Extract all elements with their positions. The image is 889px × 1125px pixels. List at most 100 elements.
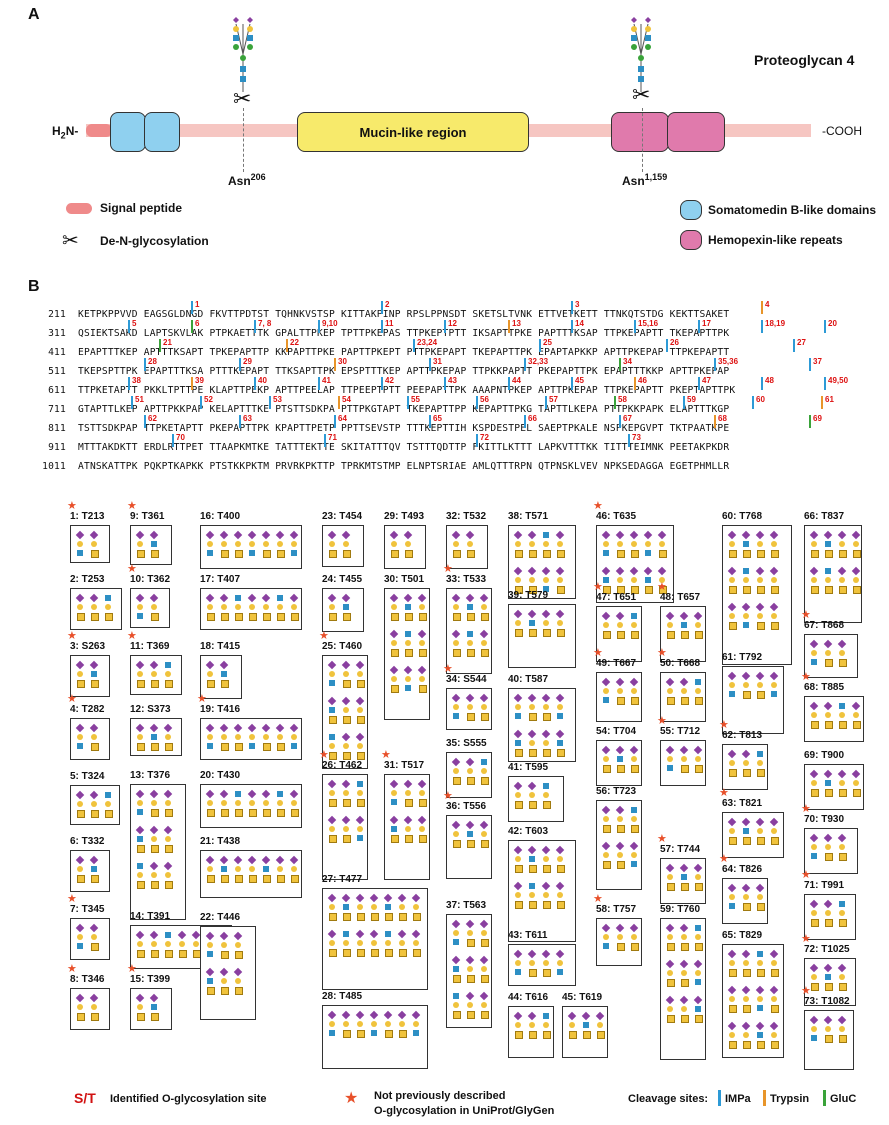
novel-site-star-icon: ★ [197,693,207,705]
glycan-residue-icon [289,723,299,733]
glycan-residue-icon [529,892,535,898]
glycan-structure-box [660,918,706,1060]
glycosite-label: 11: T369 [130,641,170,652]
glycan-residue-icon [615,566,625,576]
glycan-residue-icon [399,913,407,921]
glycan-residue-icon [825,974,831,980]
glycan-residue-icon [327,779,337,789]
glycan-residue-icon [515,969,521,975]
glycan-residue-icon [603,816,609,822]
glycan-residue-icon [91,810,99,818]
glycan-residue-icon [151,881,159,889]
glycan-residue-icon [411,893,421,903]
glycosite-label: 16: T400 [200,511,241,522]
glycan-residue-icon [541,729,551,739]
glycan-residue-icon [341,779,351,789]
glycan-residue-icon [667,622,673,628]
glycan-residue-icon [291,800,297,806]
glycan-residue-icon [839,577,845,583]
glycan-residue-icon [467,966,473,972]
glycan-residue-icon [681,874,687,880]
glycan-residue-icon [729,894,735,900]
glycan-residue-icon [515,740,521,746]
glycan-residue-icon [341,696,351,706]
glycan-residue-icon [357,826,363,832]
legend-somatomedin: Somatomedin B-like domains [708,203,877,217]
glycan-residue-icon [397,929,407,939]
novel-site-star-icon: ★ [67,693,77,705]
glycan-residue-icon [679,611,689,621]
glycan-structure-box [596,672,642,722]
glycan-residue-icon [727,566,737,576]
impa-label: IMPa [725,1093,751,1105]
glycan-residue-icon [89,530,99,540]
glycan-residue-icon [327,929,337,939]
glycan-residue-icon [263,743,271,751]
glycan-residue-icon [343,680,351,688]
panel-a-letter: A [28,6,40,23]
cleavage-label: Cleavage sites: [628,1093,709,1105]
glycan-residue-icon [165,845,173,853]
glycosite-label: 43: T611 [508,930,548,941]
glycan-residue-icon [389,593,399,603]
glycan-residue-icon [543,713,551,721]
glycan-residue-icon [207,671,213,677]
glycan-residue-icon [851,566,861,576]
glycan-structure-box [508,776,564,822]
glycan-residue-icon [757,969,765,977]
glycan-residue-icon [277,595,283,601]
glycan-residue-icon [291,541,297,547]
glycan-residue-icon [355,660,365,670]
glycan-residue-icon [743,1032,749,1038]
glycan-residue-icon [369,893,379,903]
glycan-residue-icon [481,713,489,721]
glycan-residue-icon [343,604,349,610]
glycan-residue-icon [467,975,475,983]
glycosite-label: 13: T376 [130,770,171,781]
glycan-residue-icon [529,740,535,746]
glycan-residue-icon [695,979,701,985]
glycan-residue-icon [541,693,551,703]
glycan-residue-icon [137,541,143,547]
glycan-residue-icon [743,996,749,1002]
glycan-residue-icon [289,530,299,540]
glycan-residue-icon [667,1015,675,1023]
glycosite-label: 67: T868 [804,620,845,631]
glycan-residue-icon [729,613,735,619]
glycan-residue-icon [529,1022,535,1028]
glycan-residue-icon [91,1004,97,1010]
st-site-text: Identified O-glycosylation site [110,1093,267,1105]
glycan-residue-icon [249,875,257,883]
glycan-residue-icon [729,769,737,777]
glycan-residue-icon [603,550,609,556]
glycan-residue-icon [465,593,475,603]
glycan-residue-icon [275,530,285,540]
glycan-residue-icon [405,826,411,832]
glycan-residue-icon [417,629,427,639]
glycan-residue-icon [543,541,549,547]
glycan-residue-icon [389,665,399,675]
glycan-residue-icon [343,1021,349,1027]
glycan-residue-icon [451,757,461,767]
glycan-residue-icon [357,671,363,677]
glycan-residue-icon [771,550,779,558]
glycan-residue-icon [453,640,459,646]
glycan-residue-icon [667,979,675,987]
glycosite-label: 3: S263 [70,641,106,652]
glycan-residue-icon [631,852,637,858]
glycan-residue-icon [541,609,551,619]
glycan-residue-icon [837,833,847,843]
glycan-residue-icon [695,688,701,694]
glycan-residue-icon [137,550,145,558]
glycan-structure-box [722,744,768,790]
glycan-residue-icon [839,974,845,980]
glycan-residue-icon [743,960,749,966]
hemopexin-repeat-1 [611,112,669,152]
glycosite-label: 65: T829 [722,930,763,941]
glycan-residue-icon [665,611,675,621]
glycan-residue-icon [757,828,763,834]
glycan-residue-icon [543,960,549,966]
glycan-residue-icon [729,1041,737,1049]
glycan-residue-icon [343,799,351,807]
glycan-residue-icon [679,677,689,687]
